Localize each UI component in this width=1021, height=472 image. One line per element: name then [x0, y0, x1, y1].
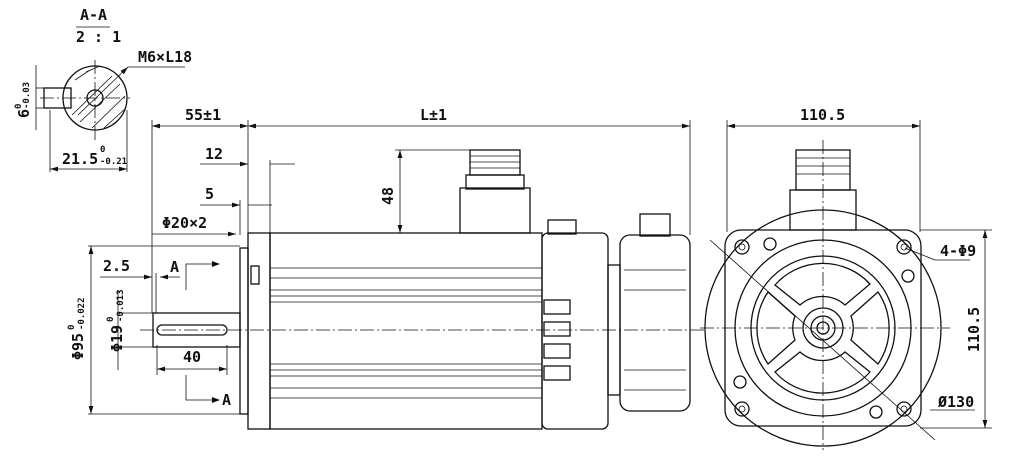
- encoder-cover: [619, 234, 691, 412]
- key-width-lower: -0.03: [22, 82, 32, 109]
- section-title: A-A: [80, 6, 107, 24]
- key-length-dim: 40: [183, 348, 201, 366]
- body-length-dim: L±1: [420, 106, 447, 124]
- motor-body: [269, 232, 543, 430]
- rear-housing: [541, 232, 609, 430]
- key-depth-nominal: 21.5: [62, 150, 98, 168]
- key-depth-lower: -0.21: [100, 157, 127, 167]
- connector-height-dim: 48: [379, 187, 397, 205]
- pilot-diameter-lower: -0.022: [77, 297, 87, 330]
- pilot-diameter-nominal: Φ95: [69, 333, 87, 360]
- key-width-upper: 0: [14, 104, 24, 109]
- key-depth-upper: 0: [100, 145, 105, 155]
- shaft-diameter-nominal: Φ19: [108, 325, 126, 352]
- section-a-a: A-A 2 : 1 M6×L18 6 0 -0.03 21.5 0 -0.21: [14, 6, 192, 172]
- side-view: 55±1 L±1 12 5 Φ20×2 Φ95 0 -0.022 Φ19 0 -…: [67, 106, 705, 430]
- thread-label: M6×L18: [138, 48, 192, 66]
- spigot-dim: Φ20×2: [162, 214, 207, 232]
- dim-5: 5: [205, 185, 214, 203]
- shaft-length-dim: 55±1: [185, 106, 221, 124]
- holes-dim: 4-Φ9: [940, 242, 976, 260]
- flange: [239, 247, 249, 415]
- section-mark-bottom: A: [222, 391, 231, 409]
- shaft-diameter-lower: -0.013: [116, 289, 126, 322]
- shaft-diameter-upper: 0: [106, 317, 116, 322]
- dim-12: 12: [205, 145, 223, 163]
- pilot-diameter-upper: 0: [67, 325, 77, 330]
- front-height-dim: 110.5: [965, 307, 983, 352]
- pcd-dim: Ø130: [937, 393, 974, 411]
- power-connector: [459, 187, 531, 234]
- section-scale: 2 : 1: [76, 28, 121, 46]
- front-width-dim: 110.5: [800, 106, 845, 124]
- front-view: 110.5 110.5 4-Φ9 Ø130: [700, 106, 992, 450]
- key-width-nominal: 6: [15, 109, 33, 118]
- section-mark-top: A: [170, 258, 179, 276]
- dim-2-5: 2.5: [103, 257, 130, 275]
- mounting-holes: [733, 237, 915, 419]
